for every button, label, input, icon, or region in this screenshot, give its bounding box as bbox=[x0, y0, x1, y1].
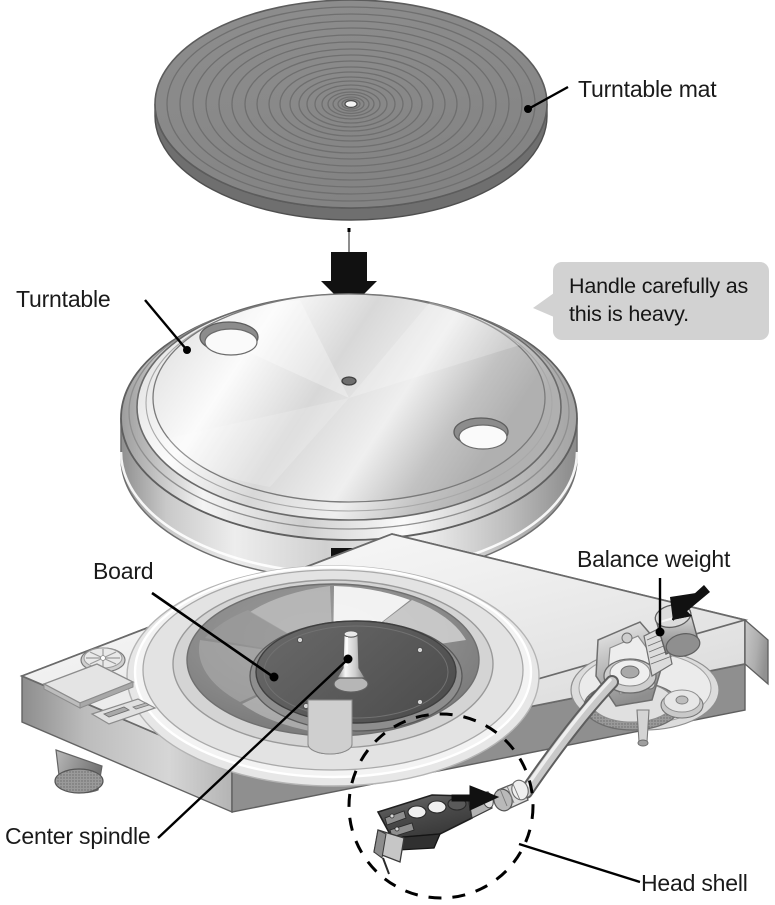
label-center-spindle: Center spindle bbox=[5, 823, 151, 849]
headshell-push-arrow-icon bbox=[451, 785, 500, 811]
callout-bubble: Handle carefully as this is heavy. bbox=[533, 262, 769, 341]
label-turntable-mat: Turntable mat bbox=[578, 76, 717, 102]
arm-rest bbox=[636, 709, 650, 747]
label-balance-weight: Balance weight bbox=[577, 546, 731, 572]
platter-access-hole-right bbox=[453, 417, 509, 450]
tonearm-connector bbox=[493, 779, 529, 812]
tonearm-bearing bbox=[603, 658, 657, 694]
tonearm-tube bbox=[519, 675, 619, 799]
rubber-foot-icon bbox=[54, 749, 104, 794]
platter-access-hole-left bbox=[199, 321, 259, 356]
leader-lines bbox=[144, 85, 665, 884]
anti-skate-dial bbox=[660, 689, 704, 719]
label-turntable: Turntable bbox=[16, 286, 111, 312]
detail-circle bbox=[347, 712, 535, 900]
head-shell-graphic bbox=[373, 791, 494, 875]
turntable-platter-graphic bbox=[119, 293, 579, 581]
tonearm-assembly-graphic bbox=[493, 603, 720, 812]
label-board: Board bbox=[93, 558, 154, 584]
balance-weight-push-arrow-icon bbox=[670, 585, 710, 621]
speed-slider bbox=[90, 698, 157, 725]
start-button bbox=[42, 663, 135, 709]
label-head-shell: Head shell bbox=[641, 870, 748, 896]
balance-weight-graphic bbox=[654, 603, 701, 657]
callout-tail bbox=[533, 288, 561, 320]
callout-text: Handle carefully as this is heavy. bbox=[553, 262, 769, 341]
motor-pulley bbox=[307, 699, 353, 755]
turntable-mat-graphic bbox=[154, 0, 548, 221]
